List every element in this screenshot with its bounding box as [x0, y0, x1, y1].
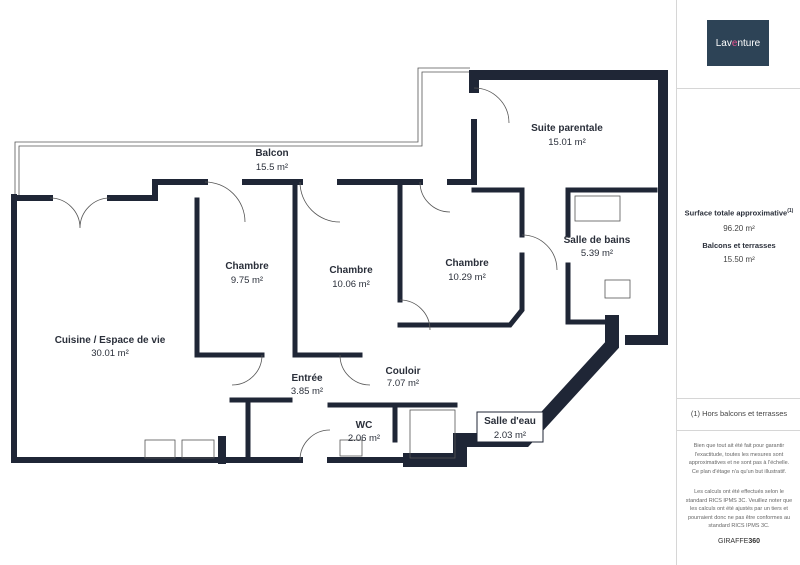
balcony-value: 15.50 m²	[723, 255, 755, 264]
room-area-cuisine: 30.01 m²	[91, 348, 129, 359]
footnote: (1) Hors balcons et terrasses	[690, 409, 788, 418]
room-area-wc: 2.06 m²	[348, 433, 380, 444]
disclaimer-2: Les calculs ont été effectués selon le s…	[685, 489, 793, 530]
balcony-label: Balcons et terrasses	[702, 241, 776, 250]
room-area-chambre2: 10.06 m²	[332, 279, 370, 290]
walls	[11, 70, 668, 467]
room-labels: Balcon 15.5 m² Suite parentale 15.01 m² …	[55, 123, 631, 444]
brand-giraffe360: GIRAFFE360	[717, 538, 761, 545]
fixtures	[144, 195, 631, 459]
room-area-balcon: 15.5 m²	[256, 162, 288, 173]
room-area-chambre3: 10.29 m²	[448, 272, 486, 283]
room-name-entree: Entrée	[291, 373, 323, 384]
total-value: 96.20 m²	[723, 224, 755, 233]
disclaimer-1: Bien que tout ait été fait pour garantir…	[688, 443, 790, 475]
room-area-couloir: 7.07 m²	[387, 378, 419, 389]
doors	[49, 87, 558, 461]
room-area-suite: 15.01 m²	[548, 137, 586, 148]
room-name-cuisine: Cuisine / Espace de vie	[55, 335, 166, 346]
room-area-salle-deau: 2.03 m²	[494, 430, 526, 441]
room-name-salle-deau: Salle d'eau	[484, 416, 536, 427]
room-area-sdb: 5.39 m²	[581, 248, 613, 259]
room-name-wc: WC	[356, 420, 373, 431]
room-name-sdb: Salle de bains	[564, 235, 631, 246]
room-name-suite: Suite parentale	[531, 123, 603, 134]
room-name-chambre1: Chambre	[225, 261, 269, 272]
floor-plan: Balcon 15.5 m² Suite parentale 15.01 m² …	[11, 67, 668, 467]
room-name-couloir: Couloir	[386, 366, 421, 377]
room-name-chambre3: Chambre	[445, 258, 489, 269]
total-label: Surface totale approximative(1)	[684, 208, 794, 218]
room-area-entree: 3.85 m²	[291, 386, 323, 397]
balcony-outline	[14, 67, 470, 195]
room-name-chambre2: Chambre	[329, 265, 373, 276]
room-area-chambre1: 9.75 m²	[231, 275, 263, 286]
room-name-balcon: Balcon	[255, 148, 288, 159]
